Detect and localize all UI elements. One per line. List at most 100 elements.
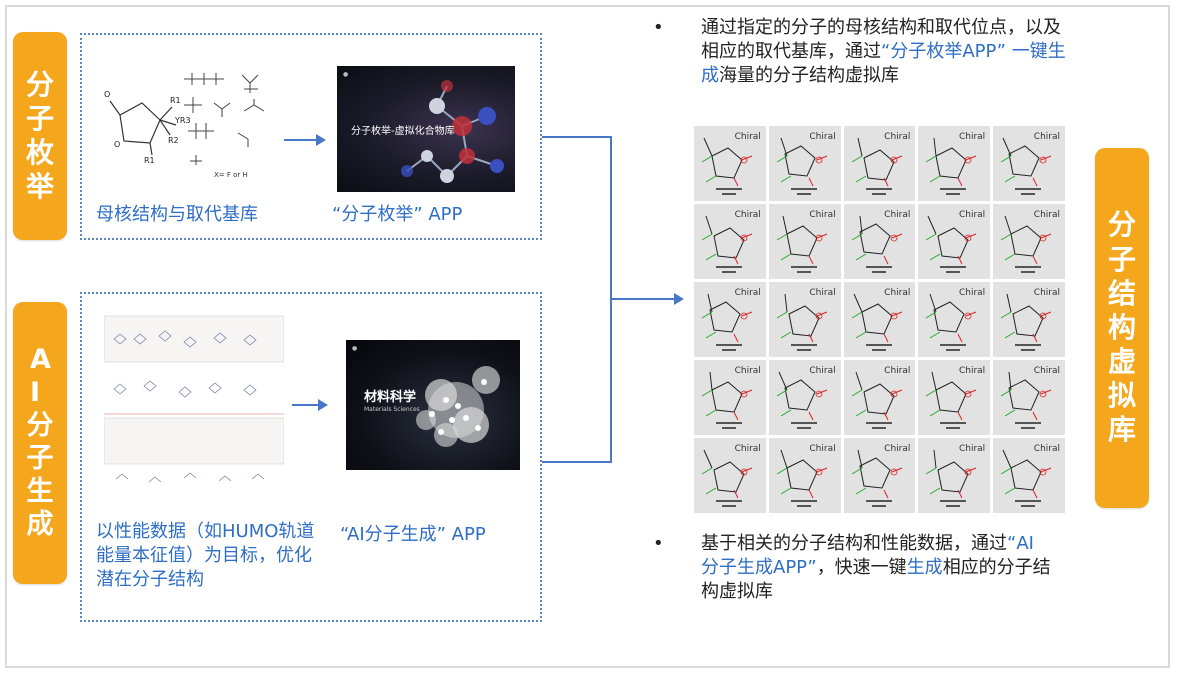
molecule-cell: Chiral bbox=[918, 126, 991, 201]
molecule-structure-icon bbox=[776, 449, 827, 507]
arrow-to-library bbox=[612, 293, 684, 305]
molecule-structure-icon bbox=[926, 449, 977, 507]
material-cluster-icon bbox=[416, 366, 500, 447]
molecule-cell: Chiral bbox=[993, 282, 1065, 357]
chiral-label: Chiral bbox=[1033, 366, 1060, 376]
molecule-cell: Chiral bbox=[768, 126, 841, 201]
svg-text:R2: R2 bbox=[168, 136, 179, 145]
chiral-label: Chiral bbox=[884, 210, 911, 220]
substituent-library-image: X= F or H bbox=[184, 73, 265, 179]
tab-char: 虚 bbox=[1107, 345, 1136, 379]
chiral-label: Chiral bbox=[734, 288, 761, 298]
bullet-text: 通过指定的分子的母核结构和取代位点，以及相应的取代基库，通过 bbox=[701, 17, 1061, 62]
enumeration-app-screenshot: ● 分子枚举-虚拟化合物库 bbox=[337, 66, 515, 192]
bullet-highlight: “分子枚举APP” 一键生成 bbox=[701, 41, 1066, 86]
arrow-to-enum-app bbox=[284, 134, 326, 146]
tab-char: 分 bbox=[26, 410, 54, 442]
tab-char: 结 bbox=[1107, 276, 1136, 310]
molecule-structure-icon bbox=[701, 137, 753, 195]
tab-char: 枚 bbox=[25, 136, 54, 169]
ai-app-title: 材料科学 bbox=[364, 390, 417, 405]
reference-structures-image bbox=[104, 314, 284, 494]
molecule-cell: Chiral bbox=[918, 204, 991, 279]
ai-generation-box: ● 材料科学 Materials Sciences 以性能数据（如HUMO轨道能… bbox=[80, 292, 542, 622]
ai-app-caption: “AI分子生成” APP bbox=[340, 524, 486, 545]
tab-char: 成 bbox=[26, 508, 54, 540]
svg-text:O: O bbox=[104, 90, 110, 99]
molecule-structure-icon bbox=[701, 371, 753, 429]
molecule-structure-icon bbox=[851, 371, 902, 429]
tab-char: A bbox=[30, 344, 51, 376]
chiral-label: Chiral bbox=[734, 366, 761, 376]
molecule-structure-icon bbox=[851, 215, 902, 273]
svg-text:R1: R1 bbox=[170, 96, 181, 105]
bullet-text: ，快速一键 bbox=[816, 557, 907, 578]
tab-molecular-enumeration: 分 子 枚 举 bbox=[13, 32, 67, 240]
molecule-structure-icon bbox=[926, 293, 977, 351]
connector-top-h bbox=[542, 136, 612, 138]
chiral-label: Chiral bbox=[958, 132, 986, 142]
molecule-cell: Chiral bbox=[843, 126, 916, 201]
molecule-structure-icon bbox=[776, 137, 827, 195]
performance-caption: 以性能数据（如HUMO轨道能量本征值）为目标，优化潜在分子结构 bbox=[96, 521, 315, 590]
svg-text:R1: R1 bbox=[144, 156, 155, 165]
chiral-label: Chiral bbox=[1033, 132, 1060, 142]
tab-char: 生 bbox=[26, 475, 54, 507]
bullet-text: 相应的分子结构虚拟库 bbox=[701, 557, 1051, 602]
bullet-text: 海量的分子结构虚拟库 bbox=[719, 65, 899, 86]
tab-char: 构 bbox=[1107, 310, 1136, 344]
enum-app-title: 分子枚举-虚拟化合物库 bbox=[351, 126, 455, 137]
connector-bottom-h bbox=[542, 461, 612, 463]
chiral-label: Chiral bbox=[809, 366, 836, 376]
tab-char: 子 bbox=[25, 101, 54, 135]
molecule-cell: Chiral bbox=[694, 126, 766, 201]
slide-frame bbox=[5, 5, 1170, 668]
tab-char: 分 bbox=[1107, 208, 1136, 242]
tab-char: 库 bbox=[1107, 413, 1136, 447]
molecule-cell: Chiral bbox=[768, 282, 841, 357]
molecule-cell: Chiral bbox=[918, 360, 991, 435]
molecule-cell: Chiral bbox=[993, 438, 1065, 513]
molecule-cell: Chiral bbox=[843, 438, 916, 513]
chiral-label: Chiral bbox=[809, 288, 836, 298]
tab-char: 子 bbox=[26, 443, 54, 474]
chiral-label: Chiral bbox=[958, 366, 986, 376]
tab-char: 拟 bbox=[1107, 379, 1136, 413]
ai-app-subtitle: Materials Sciences bbox=[364, 406, 420, 413]
chiral-label: Chiral bbox=[884, 366, 911, 376]
molecule-structure-icon bbox=[1000, 137, 1052, 195]
molecule-structure-icon bbox=[776, 293, 827, 351]
bullet-highlight: 生成 bbox=[906, 557, 943, 578]
molecule-structure-icon bbox=[926, 371, 977, 429]
molecule-structure-icon bbox=[1000, 371, 1052, 429]
svg-text:O: O bbox=[114, 140, 120, 149]
molecule-structure-icon bbox=[926, 137, 977, 195]
bullet-enumeration: • 通过指定的分子的母核结构和取代位点，以及相应的取代基库，通过“分子枚举APP… bbox=[653, 16, 1071, 88]
molecule-cell: Chiral bbox=[768, 438, 841, 513]
app-logo: ● bbox=[352, 345, 358, 352]
molecule-structure-icon bbox=[776, 371, 827, 429]
tab-virtual-library: 分 子 结 构 虚 拟 库 bbox=[1095, 148, 1149, 508]
molecule-structure-icon bbox=[851, 137, 902, 195]
molecule-structure-icon bbox=[1000, 293, 1052, 351]
tab-char: 举 bbox=[25, 170, 54, 204]
chiral-label: Chiral bbox=[809, 132, 836, 142]
bullet-highlight: “AI分子生成APP” bbox=[701, 533, 1034, 578]
molecule-cell: Chiral bbox=[918, 438, 991, 513]
tab-char: I bbox=[30, 377, 40, 409]
chiral-label: Chiral bbox=[884, 132, 911, 142]
molecule-structure-icon bbox=[851, 449, 902, 507]
ai-app-screenshot: ● 材料科学 Materials Sciences bbox=[346, 340, 520, 470]
chiral-label: Chiral bbox=[1033, 210, 1060, 220]
molecule-cell: Chiral bbox=[843, 360, 916, 435]
molecule-structure-icon bbox=[1000, 215, 1052, 273]
molecule-cell: Chiral bbox=[694, 282, 766, 357]
chiral-label: Chiral bbox=[884, 288, 911, 298]
bullet-dot: • bbox=[653, 17, 664, 38]
chiral-label: Chiral bbox=[958, 444, 986, 454]
chiral-label: Chiral bbox=[958, 210, 986, 220]
molecule-cell: Chiral bbox=[918, 282, 991, 357]
molecule-structure-icon bbox=[701, 215, 753, 273]
